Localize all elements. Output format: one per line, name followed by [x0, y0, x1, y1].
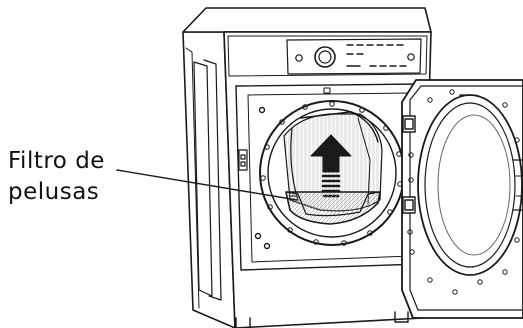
door-latch: [239, 150, 247, 170]
control-panel: [287, 39, 421, 74]
door-glass: [418, 95, 522, 275]
cabinet-top: [183, 8, 431, 32]
open-door: [402, 80, 523, 318]
